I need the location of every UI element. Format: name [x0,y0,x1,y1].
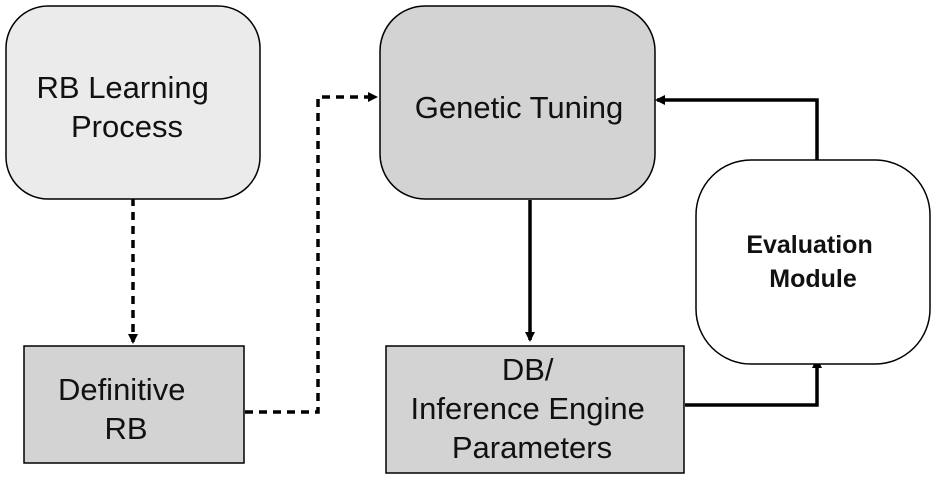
edge-definitive-rb-to-genetic-tuning [245,92,378,414]
node-rb-learning-process-line-1: RB Learning [37,70,209,105]
svg-text:Evaluation Module: Evaluation Module [746,231,879,293]
svg-text:Definitive RB: Definitive RB [58,372,194,446]
edge-db-params-to-evaluation [685,358,822,407]
node-genetic-tuning: Genetic Tuning [379,5,656,200]
edge-evaluation-to-genetic-tuning [655,95,819,160]
node-db-inference-params-line-2: Inference Engine [410,391,644,426]
node-definitive-rb: Definitive RB [23,345,245,464]
node-evaluation-module-line-2: Module [769,265,857,293]
node-definitive-rb-line-1: Definitive [58,372,186,407]
svg-text:DB/ Inference Engine: DB/ Inference Engine Parameters [410,352,653,465]
svg-text:RB Learning Process: RB Learning Process [37,70,218,144]
edges [128,92,822,414]
node-db-inference-params-line-1: DB/ [502,352,554,387]
node-rb-learning-process-box [5,5,261,200]
node-evaluation-module-line-1: Evaluation [746,231,872,259]
node-db-inference-params: DB/ Inference Engine Parameters [385,345,685,474]
svg-text:Genetic Tuning: Genetic Tuning [415,90,624,125]
node-genetic-tuning-box [379,5,656,200]
node-rb-learning-process-line-2: Process [71,109,183,144]
node-db-inference-params-line-3: Parameters [452,430,612,465]
node-rb-learning-process: RB Learning Process [5,5,261,200]
node-genetic-tuning-line-1: Genetic Tuning [415,90,624,125]
node-definitive-rb-box [23,345,245,464]
node-evaluation-module: Evaluation Module [695,159,931,365]
node-evaluation-module-box [695,159,931,365]
node-definitive-rb-line-2: RB [104,411,147,446]
node-db-inference-params-box [385,345,685,474]
